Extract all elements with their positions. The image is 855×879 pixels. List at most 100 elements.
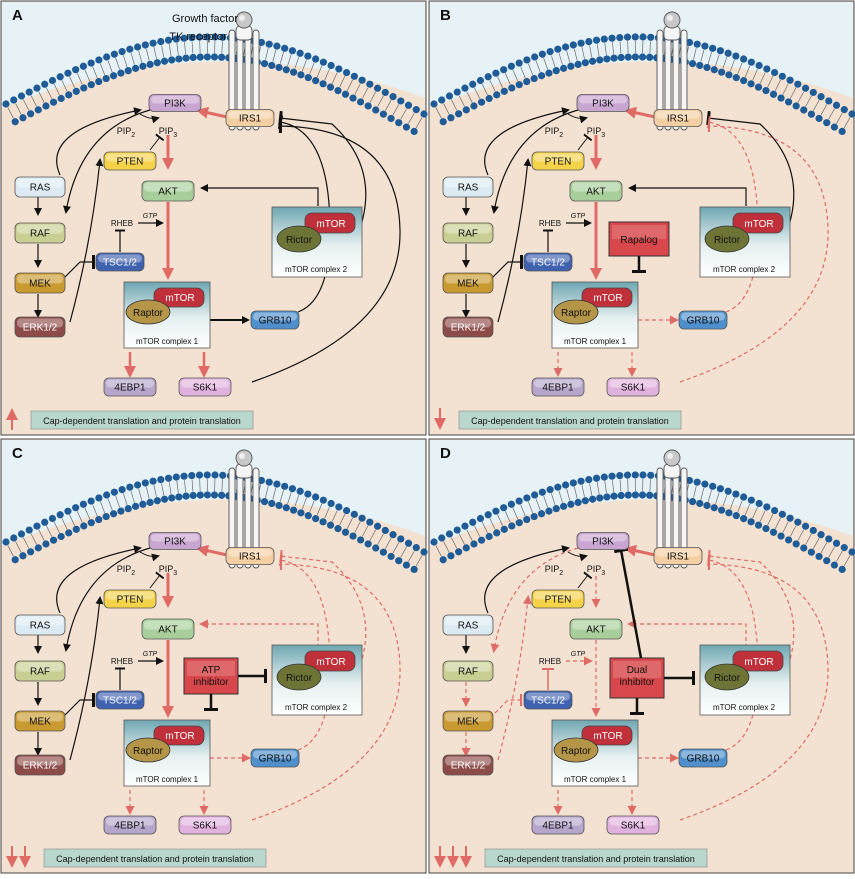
- mek-node-shape: [14, 272, 66, 294]
- lipid-head: [778, 72, 786, 80]
- lipid-tail: [354, 521, 361, 533]
- rictor-shape: [704, 225, 750, 253]
- ras-node-label: RAS: [30, 621, 51, 632]
- tsc-node-shape: [95, 690, 145, 710]
- lipid-head: [373, 522, 382, 530]
- mek-node-shine: [17, 712, 63, 722]
- lipid-head: [430, 100, 438, 108]
- irs1-node-shine: [228, 549, 272, 557]
- lipid-head: [754, 83, 763, 91]
- lipid-head: [762, 525, 770, 533]
- lipid-head: [515, 59, 523, 67]
- lipid-head: [439, 118, 447, 126]
- lipid-head: [531, 491, 539, 499]
- lipid-head: [141, 479, 149, 487]
- lipid-tail: [123, 493, 128, 505]
- mtorc1-caption: mTOR complex 1: [136, 775, 199, 784]
- ras-node-label: RAS: [458, 183, 479, 194]
- lipid-head: [817, 93, 825, 101]
- lipid-head: [180, 34, 188, 42]
- akt-node-label: AKT: [158, 625, 177, 636]
- lipid-head: [160, 495, 169, 503]
- lipid-head: [763, 503, 771, 511]
- lipid-tail: [715, 492, 720, 505]
- raptor-shape: [553, 299, 599, 325]
- lipid-head: [65, 91, 73, 99]
- lipid-head: [146, 60, 154, 68]
- lipid-head: [364, 102, 372, 110]
- ras-node: RAS: [442, 614, 494, 636]
- lipid-head: [801, 84, 810, 92]
- lipid-tail: [385, 99, 392, 111]
- lipid-tail: [272, 49, 277, 62]
- lipid-head: [809, 88, 817, 97]
- lipid-head: [273, 42, 281, 50]
- lipid-head: [762, 87, 770, 95]
- lipid-head: [327, 499, 335, 508]
- ebp1-node-shine: [106, 379, 154, 388]
- erk-node: ERK1/2: [14, 754, 66, 776]
- raf-node: RAF: [14, 660, 66, 682]
- mtorc1-mtor-shape: [581, 287, 633, 308]
- lipid-head: [117, 69, 125, 77]
- inhibit-mtorc2-irs1: [278, 110, 367, 235]
- mek-node-shape: [442, 272, 494, 294]
- lipid-head: [387, 114, 395, 123]
- pip3-subscript: 3: [601, 132, 605, 139]
- mek-node: MEK: [442, 272, 494, 294]
- lipid-head: [430, 538, 438, 546]
- lipid-head: [358, 514, 366, 522]
- lipid-head: [574, 498, 582, 506]
- ras-node-shine: [445, 178, 491, 188]
- lipid-head: [848, 548, 855, 556]
- lipid-head: [168, 56, 176, 64]
- arrow-ras-pi3k: [56, 545, 142, 614]
- lipid-tail: [339, 514, 346, 526]
- lipid-head: [327, 61, 335, 70]
- ebp1-node-label: 4EBP1: [114, 821, 146, 832]
- rictor-shape: [276, 663, 322, 691]
- lipid-head: [350, 72, 358, 80]
- lipid-head: [523, 515, 531, 524]
- akt-node-shape: [569, 180, 623, 202]
- erk-node-label: ERK1/2: [23, 323, 58, 334]
- lipid-tail: [61, 518, 68, 530]
- lipid-tail: [130, 52, 135, 65]
- lipid-tail: [191, 41, 194, 54]
- erk-node-shape: [442, 754, 494, 776]
- lipid-head: [515, 497, 523, 505]
- lipid-head: [10, 96, 18, 104]
- lipid-head: [168, 494, 176, 502]
- arrow-erk-pten: [497, 158, 532, 323]
- lipid-head: [203, 491, 212, 499]
- s6k1-node: S6K1: [178, 815, 232, 835]
- lipid-head: [34, 106, 42, 114]
- mek-node-shape: [442, 710, 494, 732]
- rictor-label: Rictor: [286, 235, 313, 246]
- lipid-head: [372, 106, 380, 114]
- pten-node-shine: [534, 153, 582, 162]
- pi3k-node-label: PI3K: [164, 537, 186, 548]
- lipid-head: [770, 506, 779, 515]
- lipid-tail: [138, 488, 143, 501]
- lipid-tail: [744, 503, 751, 516]
- lipid-head: [823, 557, 831, 565]
- mek-node-label: MEK: [457, 717, 479, 728]
- lipid-head: [118, 48, 126, 56]
- lipid-head: [126, 45, 134, 53]
- mek-node-shine: [445, 712, 491, 722]
- lipid-head: [288, 47, 297, 55]
- lipid-head: [701, 42, 709, 50]
- lipid-tail: [581, 485, 585, 497]
- lipid-tail: [700, 49, 705, 62]
- lipid-head: [87, 81, 95, 89]
- panel-b-inhibitor: Rapalog: [608, 221, 670, 273]
- receptor-helix: [252, 467, 260, 569]
- lipid-tail: [145, 48, 150, 61]
- inhibit-mek-tsc: [489, 694, 522, 719]
- raf-node: RAF: [442, 660, 494, 682]
- lipid-tail: [76, 73, 83, 85]
- lipid-tail: [722, 56, 728, 69]
- lipid-head: [395, 557, 403, 565]
